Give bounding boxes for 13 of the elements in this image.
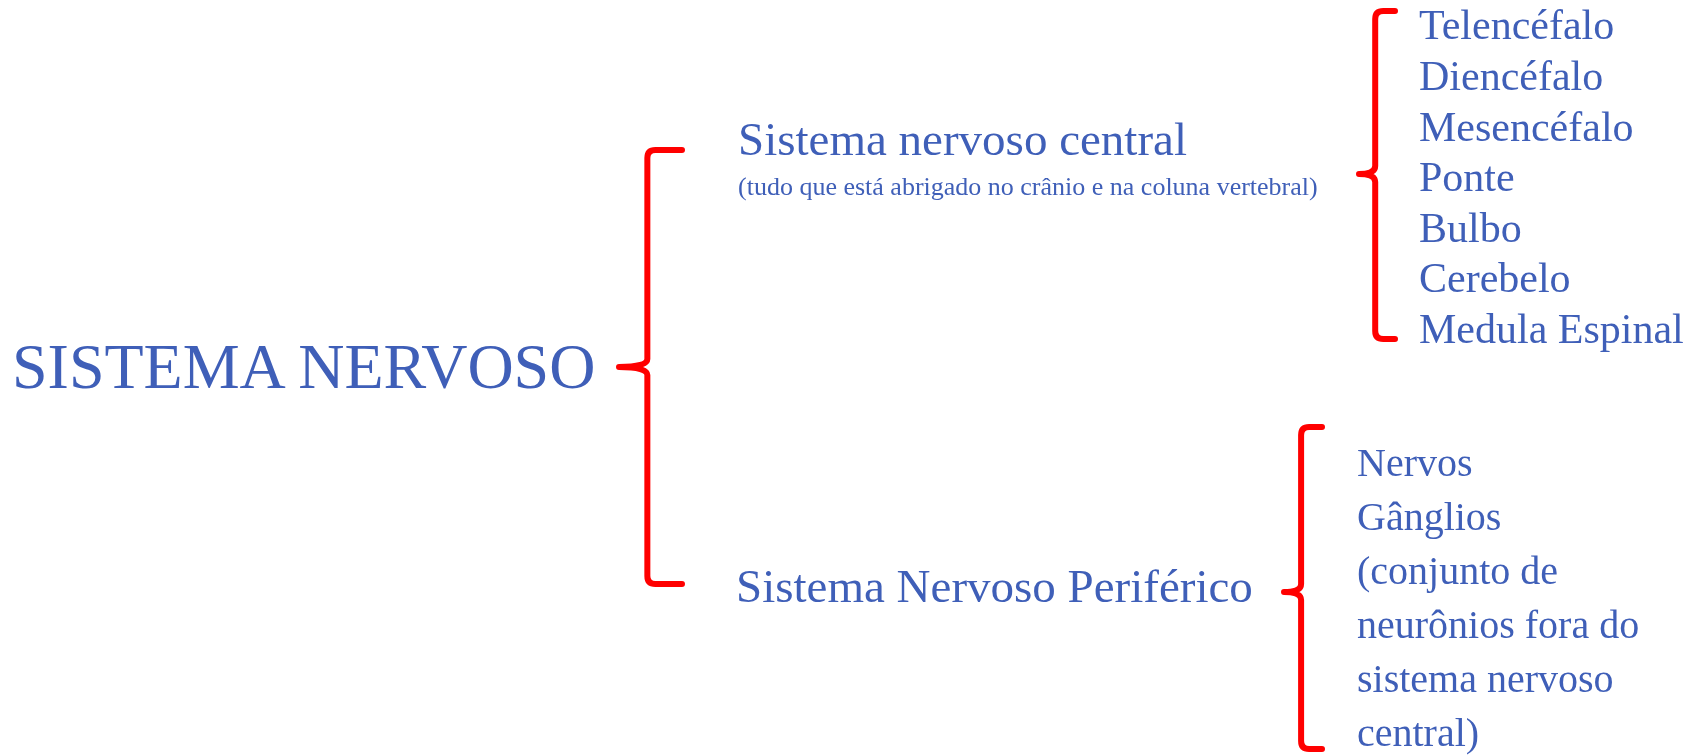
text-label: Nervos bbox=[1357, 439, 1473, 487]
text-label: Ponte bbox=[1419, 153, 1515, 202]
text-label: Sistema Nervoso Periférico bbox=[736, 559, 1253, 614]
text-label: (tudo que está abrigado no crânio e na coluna vertebral) bbox=[738, 172, 1318, 202]
text-label: Mesencéfalo bbox=[1419, 103, 1634, 152]
text-label: Bulbo bbox=[1419, 204, 1522, 253]
text-label: Cerebelo bbox=[1419, 254, 1571, 303]
text-label: Medula Espinal bbox=[1419, 305, 1684, 354]
text-label: Gânglios (conjunto de neurônios fora do sistema nervoso central) bbox=[1357, 493, 1641, 755]
text-label: Sistema nervoso central bbox=[738, 112, 1187, 166]
text-label: SISTEMA NERVOSO bbox=[12, 330, 596, 404]
text-label: Diencéfalo bbox=[1419, 52, 1604, 101]
text-label: Telencéfalo bbox=[1419, 1, 1615, 50]
